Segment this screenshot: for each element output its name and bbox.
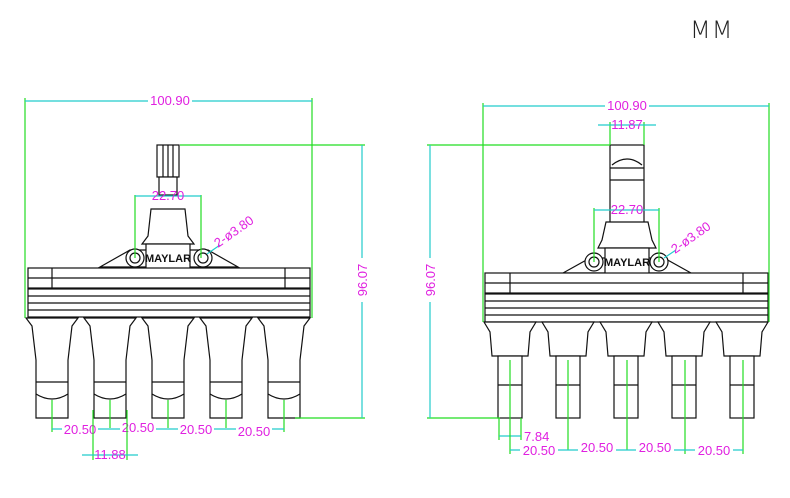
dim-overall-width: 100.90 <box>607 98 647 113</box>
right-view: MAYLAR 100.90 11.87 96.07 22.70 2-ø <box>423 98 770 458</box>
dim-pitch-2: 20.50 <box>581 440 614 455</box>
dim-pitch-4: 20.50 <box>238 424 271 439</box>
right-legs <box>482 321 770 419</box>
left-pitch-dims: 20.50 20.50 20.50 20.50 11.88 <box>51 400 285 462</box>
dim-overall-height: 96.07 <box>355 264 370 297</box>
left-legs <box>24 317 312 419</box>
dim-hole-spacing: 22.70 <box>611 202 644 217</box>
dim-pitch-1: 20.50 <box>523 443 556 458</box>
dim-hole-spacing: 22.70 <box>152 188 185 203</box>
right-pitch-dims: 7.84 20.50 20.50 20.50 20.50 <box>498 360 744 458</box>
brand-label: MAYLAR <box>145 253 191 265</box>
dim-pitch-1: 20.50 <box>64 422 97 437</box>
left-view: MAYLAR 100.90 <box>24 93 370 462</box>
brand-label: MAYLAR <box>604 257 650 269</box>
dim-connector-width: 11.88 <box>94 447 126 462</box>
dim-pitch-2: 20.50 <box>122 420 155 435</box>
dim-top-width: 11.87 <box>611 117 643 132</box>
dim-overall-width: 100.90 <box>150 93 190 108</box>
dim-holes: 2-ø3.80 <box>211 212 256 250</box>
unit-label: MM <box>690 16 734 44</box>
dim-pin-width: 7.84 <box>524 429 549 444</box>
dim-overall-height: 96.07 <box>423 264 438 297</box>
dim-pitch-4: 20.50 <box>698 443 731 458</box>
dim-pitch-3: 20.50 <box>180 422 213 437</box>
dim-holes: 2-ø3.80 <box>668 218 713 256</box>
dim-pitch-3: 20.50 <box>639 440 672 455</box>
